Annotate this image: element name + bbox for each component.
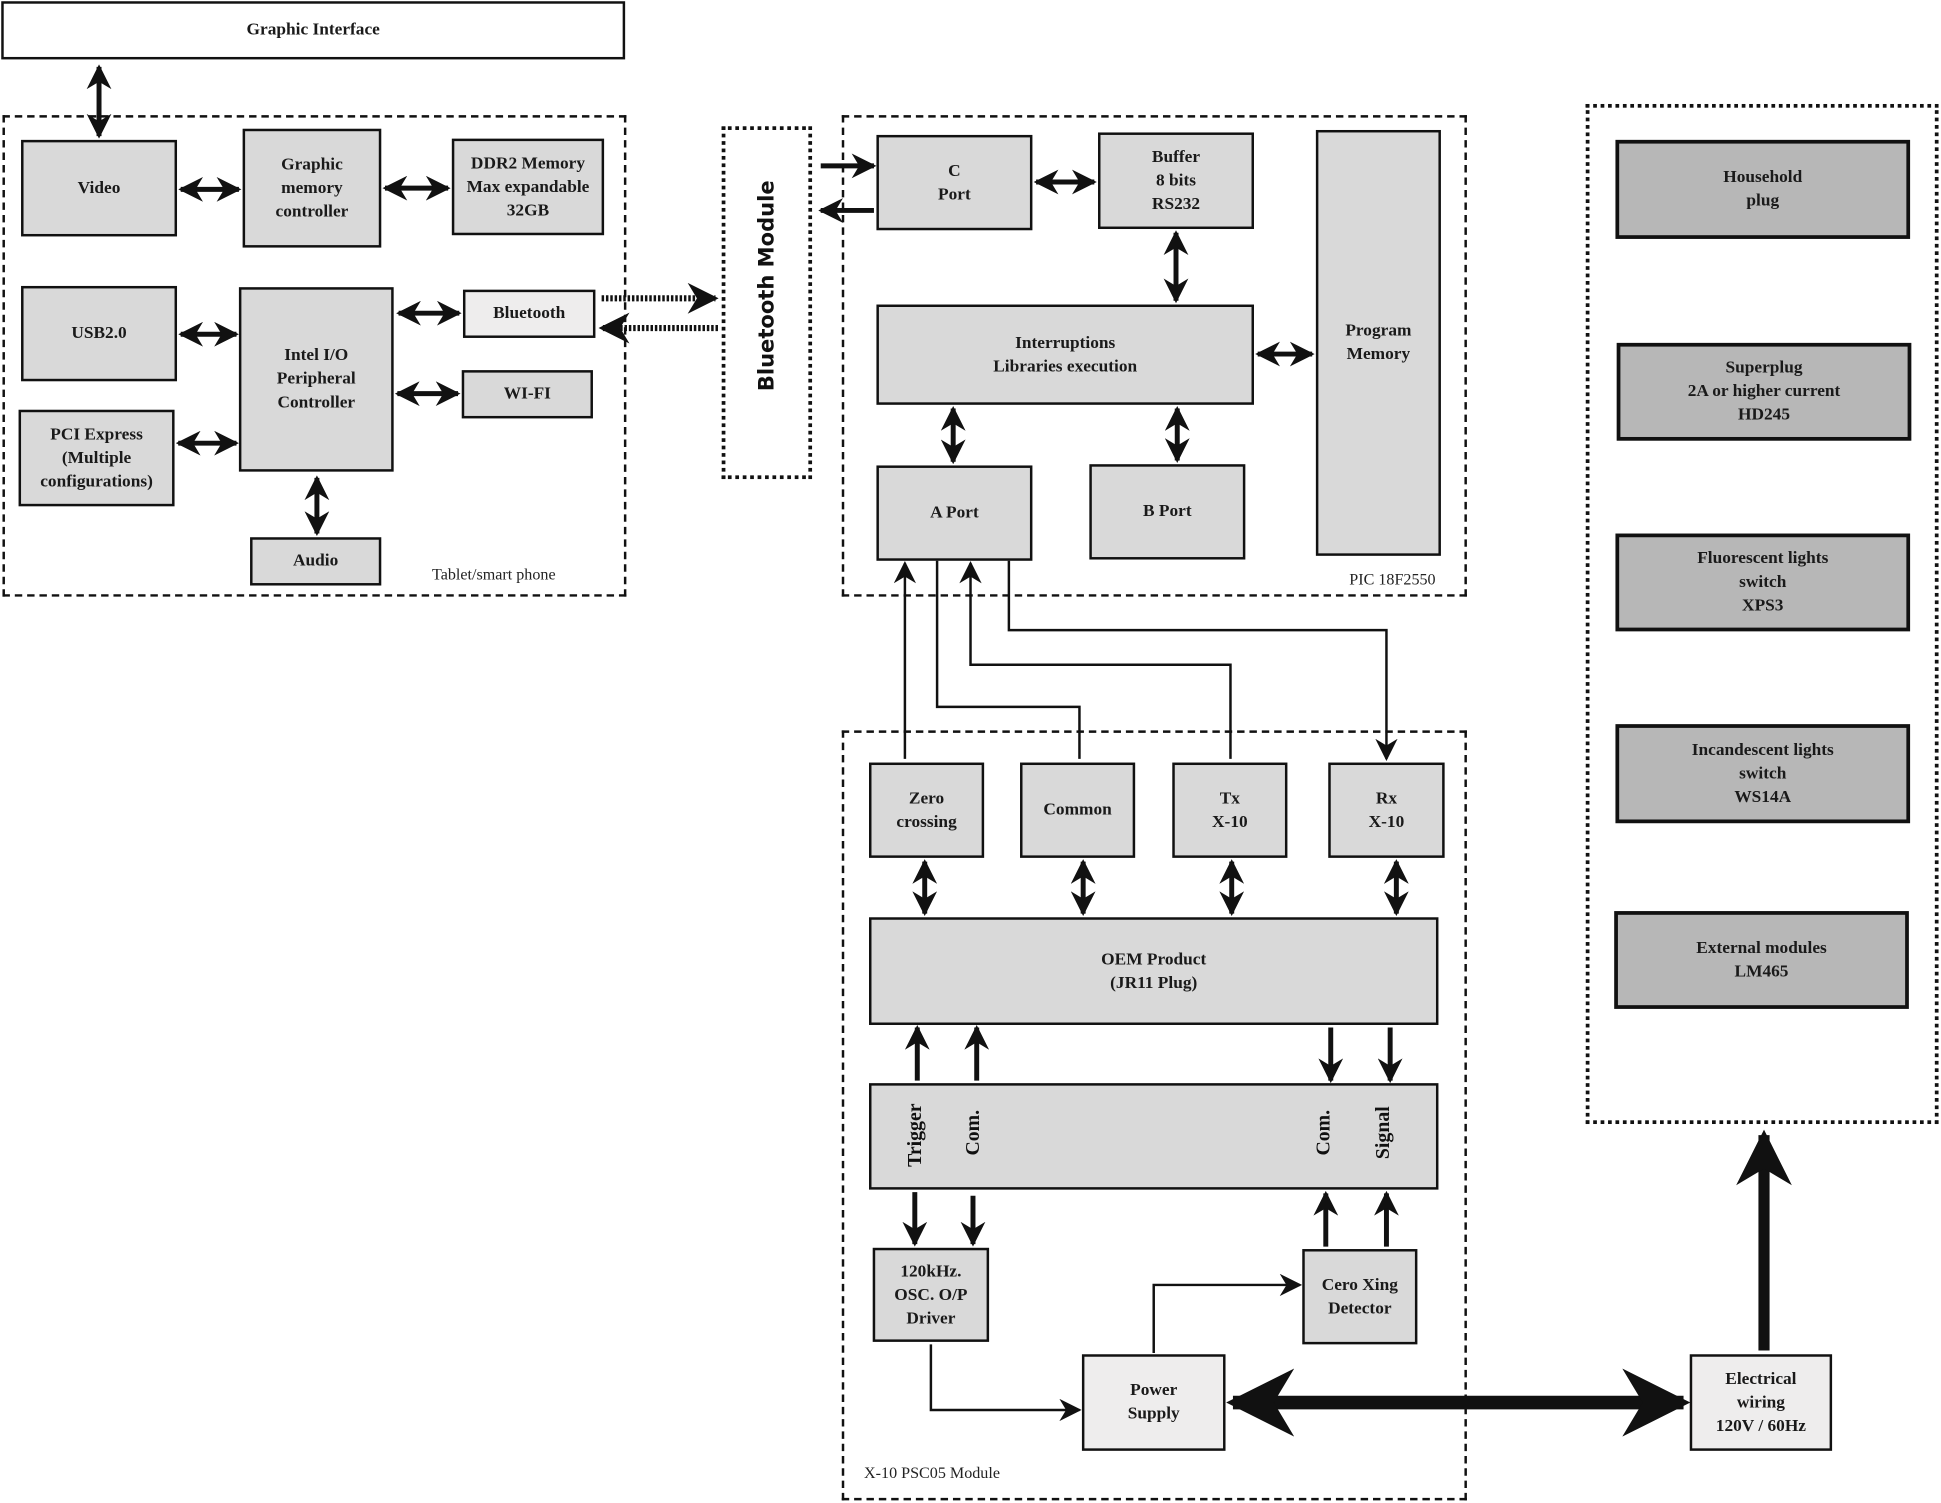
wifi-box[interactable]: WI-FI	[461, 370, 593, 419]
wire-tx-to-aport	[959, 561, 1232, 759]
electrical-wiring-box[interactable]: Electrical wiring 120V / 60Hz	[1689, 1354, 1833, 1451]
pic-group	[841, 115, 1467, 597]
tx-x10-box[interactable]: Tx X-10	[1172, 762, 1288, 858]
device-household-plug[interactable]: Household plug	[1615, 139, 1911, 239]
wire-power-cero	[1152, 1273, 1303, 1354]
c-port-box[interactable]: C Port	[876, 134, 1033, 231]
wire-aport-to-rx	[1007, 560, 1398, 762]
tablet-caption: Tablet/smart phone	[432, 564, 556, 584]
x10-group	[841, 730, 1467, 1501]
zero-crossing-box[interactable]: Zero crossing	[869, 762, 985, 858]
pic-caption: PIC 18F2550	[1349, 569, 1436, 589]
graphic-interface-box[interactable]: Graphic Interface	[1, 1, 626, 60]
interruptions-box[interactable]: Interruptions Libraries execution	[876, 304, 1254, 405]
b-port-box[interactable]: B Port	[1089, 464, 1246, 560]
device-incandescent-switch[interactable]: Incandescent lights switch WS14A	[1615, 724, 1911, 824]
usb-box[interactable]: USB2.0	[21, 285, 178, 382]
io-controller-box[interactable]: Intel I/O Peripheral Controller	[238, 287, 394, 472]
device-fluorescent-switch[interactable]: Fluorescent lights switch XPS3	[1615, 533, 1911, 632]
graphic-memory-controller-box[interactable]: Graphic memory controller	[242, 128, 382, 248]
audio-box[interactable]: Audio	[250, 537, 382, 586]
common-box[interactable]: Common	[1020, 762, 1136, 858]
a-port-box[interactable]: A Port	[876, 465, 1033, 561]
bus-box[interactable]	[869, 1083, 1439, 1190]
device-superplug[interactable]: Superplug 2A or higher current HD245	[1616, 342, 1912, 441]
video-box[interactable]: Video	[21, 139, 178, 237]
power-supply-box[interactable]: Power Supply	[1081, 1354, 1226, 1451]
ddr2-memory-box[interactable]: DDR2 Memory Max expandable 32GB	[451, 138, 605, 236]
x10-caption: X-10 PSC05 Module	[864, 1463, 1000, 1482]
osc-driver-box[interactable]: 120kHz. OSC. O/P Driver	[872, 1247, 990, 1342]
cero-xing-detector-box[interactable]: Cero Xing Detector	[1302, 1249, 1418, 1345]
device-external-modules[interactable]: External modules LM465	[1614, 911, 1909, 1009]
pci-express-box[interactable]: PCI Express (Multiple configurations)	[18, 409, 175, 507]
bluetooth-box[interactable]: Bluetooth	[462, 289, 596, 338]
rx-x10-box[interactable]: Rx X-10	[1328, 762, 1445, 858]
wire-aport-to-common	[935, 560, 1081, 759]
bluetooth-module-box[interactable]	[721, 126, 813, 480]
wire-osc-power	[929, 1344, 1082, 1422]
program-memory-box[interactable]: Program Memory	[1315, 129, 1441, 556]
buffer-box[interactable]: Buffer 8 bits RS232	[1098, 132, 1254, 230]
tablet-group	[2, 115, 627, 597]
oem-product-box[interactable]: OEM Product (JR11 Plug)	[869, 917, 1439, 1025]
